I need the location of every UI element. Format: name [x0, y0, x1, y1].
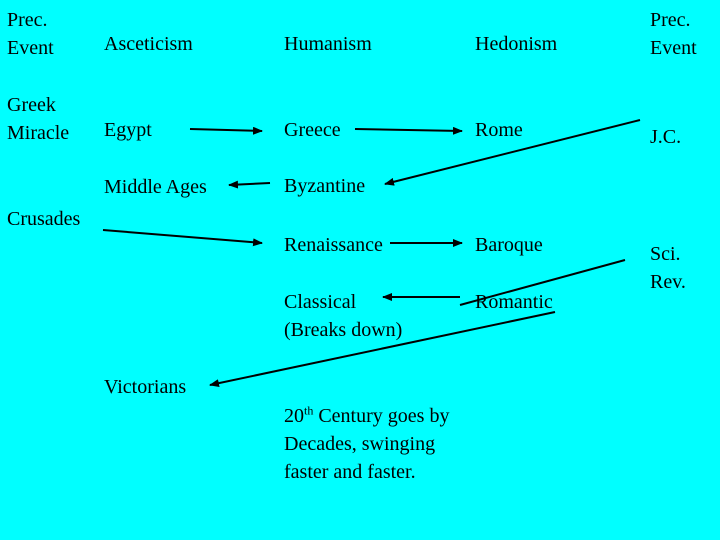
hedonism-label: Hedonism	[475, 33, 558, 55]
renaissance-label: Renaissance	[284, 234, 383, 256]
asceticism-label: Asceticism	[104, 33, 193, 55]
arrow-crusades-to-renaissance	[102, 229, 263, 247]
sci-rev-label: Sci. Rev.	[650, 243, 686, 293]
arrow-byzantine-to-middle-ages	[228, 180, 271, 189]
jc-label: J.C.	[650, 126, 682, 148]
middle-ages-label: Middle Ages	[104, 176, 207, 198]
greece-label: Greece	[284, 119, 341, 141]
romantic-label: Romantic	[475, 291, 553, 313]
byzantine-label: Byzantine	[284, 175, 366, 197]
prec-event-right-label: Prec. Event	[650, 9, 697, 59]
arrow-egypt-to-greece	[189, 126, 263, 135]
twentieth-line2: Decades, swinging	[284, 433, 436, 455]
rome-label: Rome	[475, 119, 523, 141]
victorians-label: Victorians	[104, 376, 187, 398]
twentieth-century-text: 20th Century goes by Decades, swinging f…	[284, 402, 449, 486]
greek-miracle-label: Greek Miracle	[7, 94, 70, 144]
line-jc-to-byzantine	[384, 119, 641, 186]
arrow-greece-to-rome	[354, 126, 463, 135]
crusades-label: Crusades	[7, 208, 81, 230]
twentieth-superscript: th	[304, 403, 314, 418]
baroque-label: Baroque	[475, 234, 543, 256]
classical-label: Classical (Breaks down)	[284, 291, 403, 341]
twentieth-line1-rest: Century goes by	[313, 405, 450, 427]
line-romantic-to-victorians	[209, 311, 556, 388]
twentieth-line3: faster and faster.	[284, 461, 416, 483]
line-sci-rev-to-romantic	[459, 259, 626, 306]
egypt-label: Egypt	[104, 119, 152, 141]
prec-event-left-label: Prec. Event	[7, 9, 54, 59]
twentieth-number: 20	[284, 405, 304, 427]
humanism-label: Humanism	[284, 33, 372, 55]
